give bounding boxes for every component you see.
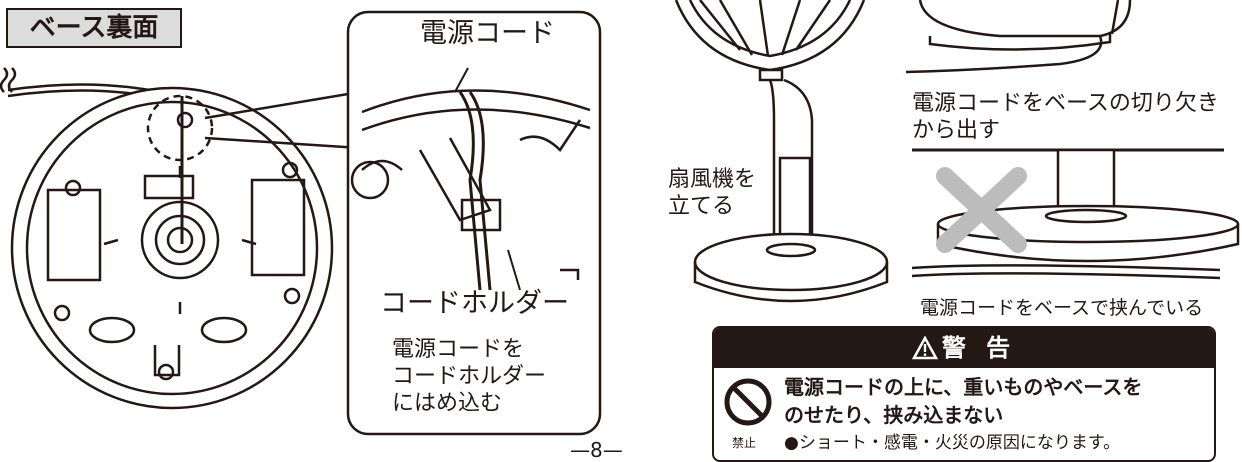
warning-line-1: 電源コードの上に、重いものやベースを bbox=[784, 375, 1143, 399]
instruction-line-1: 電源コードを bbox=[392, 337, 525, 362]
cord-holder-magnified bbox=[346, 10, 602, 436]
page-number: —8— bbox=[570, 438, 623, 462]
wrong-caption: 電源コードをベースで挟んでいる bbox=[920, 297, 1204, 319]
warning-header-text: 警 告 bbox=[941, 334, 1017, 362]
prohibited-circle-icon bbox=[724, 378, 772, 426]
correct-caption-1: 電源コードをベースの切り欠き bbox=[912, 91, 1219, 116]
warning-triangle-icon bbox=[911, 335, 938, 360]
section-heading: ベース裏面 bbox=[6, 8, 182, 48]
callout-power-cord: 電源コード bbox=[420, 18, 555, 49]
warning-box: 警 告 禁止 電源コードの上に、重いものやベースを のせたり、挟み込まない ●シ… bbox=[712, 326, 1216, 462]
warning-line-2: のせたり、挟み込まない bbox=[784, 403, 1004, 427]
correct-caption-2: から出す bbox=[912, 118, 1001, 143]
warning-header: 警 告 bbox=[714, 328, 1214, 368]
warning-line-3: ●ショート・感電・火災の原因になります。 bbox=[784, 433, 1121, 453]
cross-mark-icon bbox=[936, 167, 1027, 253]
instruction-line-2: コードホルダー bbox=[392, 364, 547, 389]
stand-fan-illustration bbox=[674, 0, 889, 303]
instruction-line-3: にはめ込む bbox=[392, 391, 503, 416]
stand-fan-label-2: 立てる bbox=[668, 194, 735, 219]
base-underside-illustration bbox=[0, 67, 361, 410]
stand-fan-label-1: 扇風機を bbox=[668, 167, 757, 192]
callout-cord-holder: コードホルダー bbox=[380, 288, 569, 319]
prohibited-label: 禁止 bbox=[732, 436, 757, 450]
